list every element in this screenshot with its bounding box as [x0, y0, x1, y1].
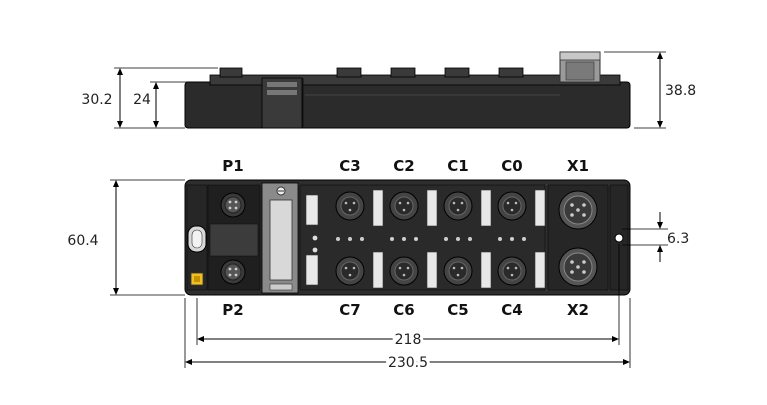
- side-view: 30.2 24 38.8: [81, 51, 696, 129]
- port-label-x1: X1: [567, 157, 589, 175]
- connector-x1: [558, 190, 598, 230]
- dim-overall-length: 230.5: [388, 355, 428, 371]
- port-label-c2: C2: [393, 157, 414, 175]
- side-connector-c1: [444, 67, 470, 78]
- dim-module-width: 60.4: [67, 233, 98, 249]
- port-label-c0: C0: [501, 157, 522, 175]
- port-label-c7: C7: [339, 301, 360, 319]
- port-label-p2: P2: [222, 301, 243, 319]
- dim-hole-offset: 6.3: [667, 231, 689, 247]
- side-connector-c3: [336, 67, 362, 78]
- dim-hole-spacing: 218: [395, 332, 422, 348]
- connector-x2: [558, 247, 598, 287]
- dim-body-height: 24: [133, 92, 151, 108]
- connector-p1: [220, 192, 246, 218]
- dim-overall-height: 30.2: [81, 92, 112, 108]
- port-label-c3: C3: [339, 157, 360, 175]
- led-row: [336, 237, 526, 241]
- connector-c1: [443, 191, 473, 221]
- top-view: P1 C3 C2 C1 C0 X1 P2 C7 C6 C5 C4 X2 60.4…: [67, 157, 689, 374]
- connector-c2: [389, 191, 419, 221]
- connector-c0: [497, 191, 527, 221]
- port-label-c5: C5: [447, 301, 468, 319]
- side-connector-p1: [219, 67, 243, 78]
- mounting-hole-right: [614, 233, 624, 243]
- side-connector-c0: [498, 67, 524, 78]
- connector-c5: [443, 256, 473, 286]
- connector-c6: [389, 256, 419, 286]
- port-label-p1: P1: [222, 157, 243, 175]
- side-body: [184, 81, 631, 129]
- port-label-x2: X2: [567, 301, 589, 319]
- connector-c4: [497, 256, 527, 286]
- port-label-c4: C4: [501, 301, 522, 319]
- port-label-c1: C1: [447, 157, 468, 175]
- dim-connector-height: 38.8: [665, 83, 696, 99]
- connector-p2: [220, 259, 246, 285]
- connector-c3: [335, 191, 365, 221]
- connector-c7: [335, 256, 365, 286]
- side-connector-c2: [390, 67, 416, 78]
- port-label-c6: C6: [393, 301, 414, 319]
